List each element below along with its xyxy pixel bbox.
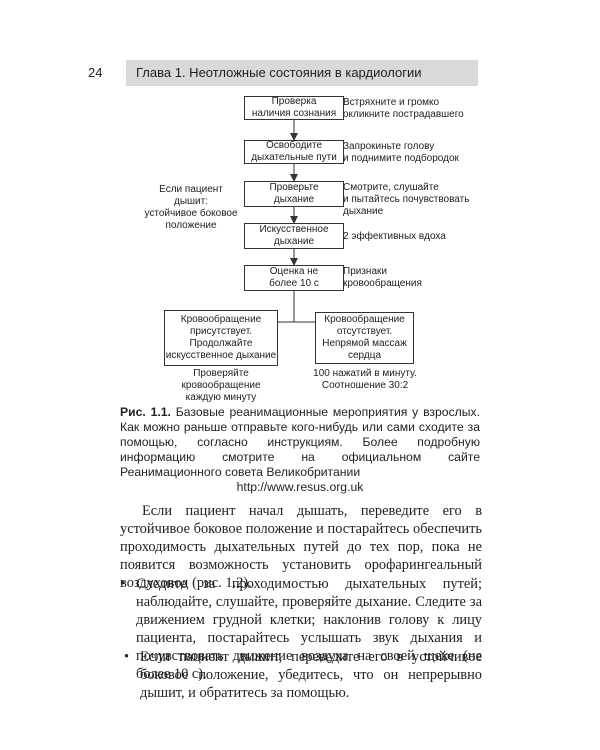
note-check-breathing: Смотрите, слушайте и пытайтесь почувство…: [343, 182, 470, 217]
bullet-text: Если пациент дышит, переведите его в уст…: [140, 649, 482, 701]
body-paragraph: Если пациент начал дышать, переведите ег…: [120, 503, 482, 591]
step-check-breathing: Проверьте дыхание: [244, 181, 344, 207]
running-title: Глава 1. Неотложные состояния в кардиоло…: [136, 65, 422, 80]
bullet-text: Следите за проходимостью дыхательных пут…: [136, 576, 482, 682]
step-check-consciousness: Проверка наличия сознания: [244, 96, 344, 120]
branch-circulation-absent: Кровообращение отсутствует. Непрямой мас…: [315, 312, 414, 364]
figure-caption: Рис. 1.1. Базовые реанимационные меропри…: [120, 405, 480, 495]
step-assess: Оценка не более 10 с: [244, 265, 344, 291]
bullet-item-1: • Следите за проходимостью дыхательных п…: [120, 575, 482, 683]
header-band: [126, 60, 478, 86]
page-number: 24: [88, 65, 103, 80]
caption-text: Базовые реанимационные мероприятия у взр…: [120, 405, 481, 479]
bullet-marker: •: [124, 649, 130, 665]
note-open-airway: Запрокиньте голову и поднимите подбородо…: [343, 141, 459, 164]
note-circulation-present: Проверяйте кровообращение каждую минуту: [181, 368, 261, 403]
caption-label: Рис. 1.1.: [120, 405, 171, 419]
flowchart-figure: Проверка наличия сознания Встряхните и г…: [144, 96, 470, 403]
note-check-consciousness: Встряхните и громко окликните пострадавш…: [343, 97, 464, 120]
caption-url: http://www.resus.org.uk: [236, 480, 364, 494]
page-header: 24 Глава 1. Неотложные состояния в карди…: [88, 60, 478, 86]
note-rescue-breaths: 2 эффективных вдоха: [343, 231, 446, 242]
step-rescue-breaths: Искусственное дыхание: [244, 223, 344, 249]
note-circulation-absent: 100 нажатий в минуту. Соотношение 30:2: [313, 368, 417, 391]
note-assess: Признаки кровообращения: [343, 266, 422, 289]
bullet-marker: •: [120, 576, 126, 592]
step-open-airway: Освободите дыхательные пути: [244, 140, 344, 164]
branch-circulation-present: Кровообращение присутствует. Продолжайте…: [164, 310, 278, 366]
bullet-item-2: • Если пациент дышит, переведите его в у…: [124, 648, 482, 702]
note-breathing-position: Если пациент дышит: устойчивое боковое п…: [144, 184, 238, 231]
